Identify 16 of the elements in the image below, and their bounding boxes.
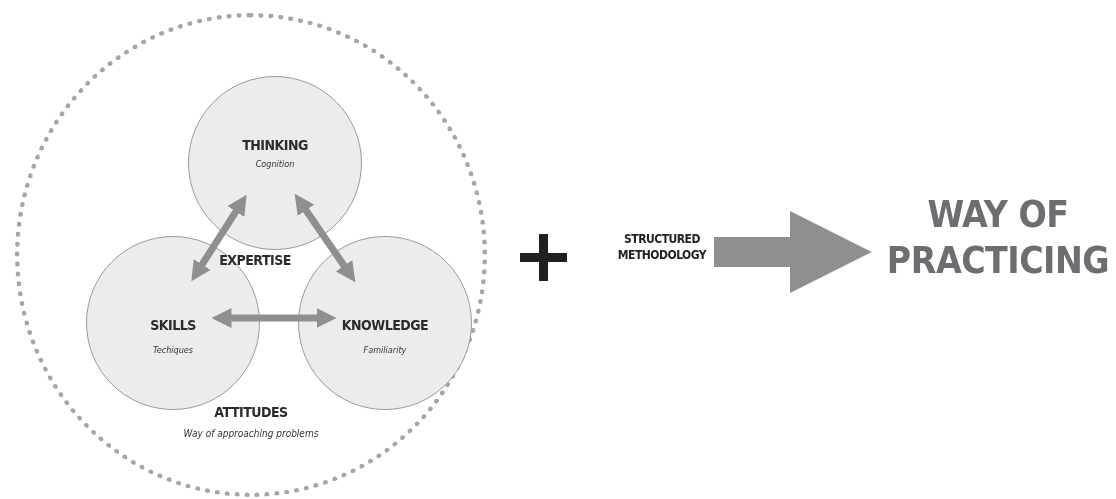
block-arrow xyxy=(714,211,872,293)
double-arrow xyxy=(211,308,337,328)
node-subtitle: Techiques xyxy=(151,345,195,355)
node-subtitle: Cognition xyxy=(254,159,296,169)
node-title: ATTITUDES xyxy=(213,404,289,420)
node-title: KNOWLEDGE xyxy=(340,317,430,333)
node-title: STRUCTURED METHODOLOGY xyxy=(616,232,708,264)
node-subtitle: Way of approaching problems xyxy=(182,428,320,439)
node-title: THINKING xyxy=(241,137,309,153)
center-label: EXPERTISE xyxy=(218,252,292,268)
node-subtitle: Familiarity xyxy=(362,345,408,355)
dotted-circle xyxy=(15,13,487,497)
double-arrow xyxy=(294,193,356,283)
double-arrow xyxy=(191,194,247,282)
node-title: SKILLS xyxy=(149,317,197,333)
node-title: WAY OF PRACTICING xyxy=(885,192,1111,285)
